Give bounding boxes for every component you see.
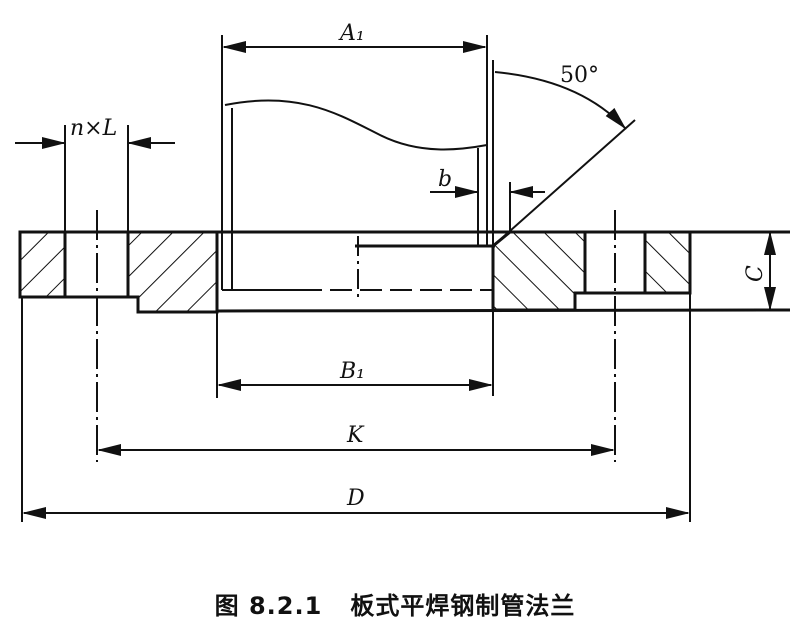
dim-angle-arc [494, 71, 627, 130]
label-d: D [346, 486, 365, 511]
label-k: K [346, 423, 365, 448]
figure-caption: 图 8.2.1 板式平焊钢制管法兰 [0, 586, 790, 621]
left-flange-inner-section [126, 230, 219, 314]
label-angle: 50° [560, 63, 599, 88]
label-b: b [438, 167, 452, 192]
right-flange-outer-section [643, 230, 692, 295]
label-b1: B₁ [339, 359, 365, 384]
label-c: C [743, 265, 768, 282]
left-flange-outer-section [18, 230, 67, 299]
label-a1: A₁ [338, 21, 365, 46]
pipe-break-line [224, 99, 488, 151]
right-flange-inner-section [491, 230, 587, 312]
caption-number: 图 8.2.1 [214, 592, 323, 620]
caption-title: 板式平焊钢制管法兰 [350, 592, 576, 620]
label-nl: n×L [70, 116, 117, 141]
